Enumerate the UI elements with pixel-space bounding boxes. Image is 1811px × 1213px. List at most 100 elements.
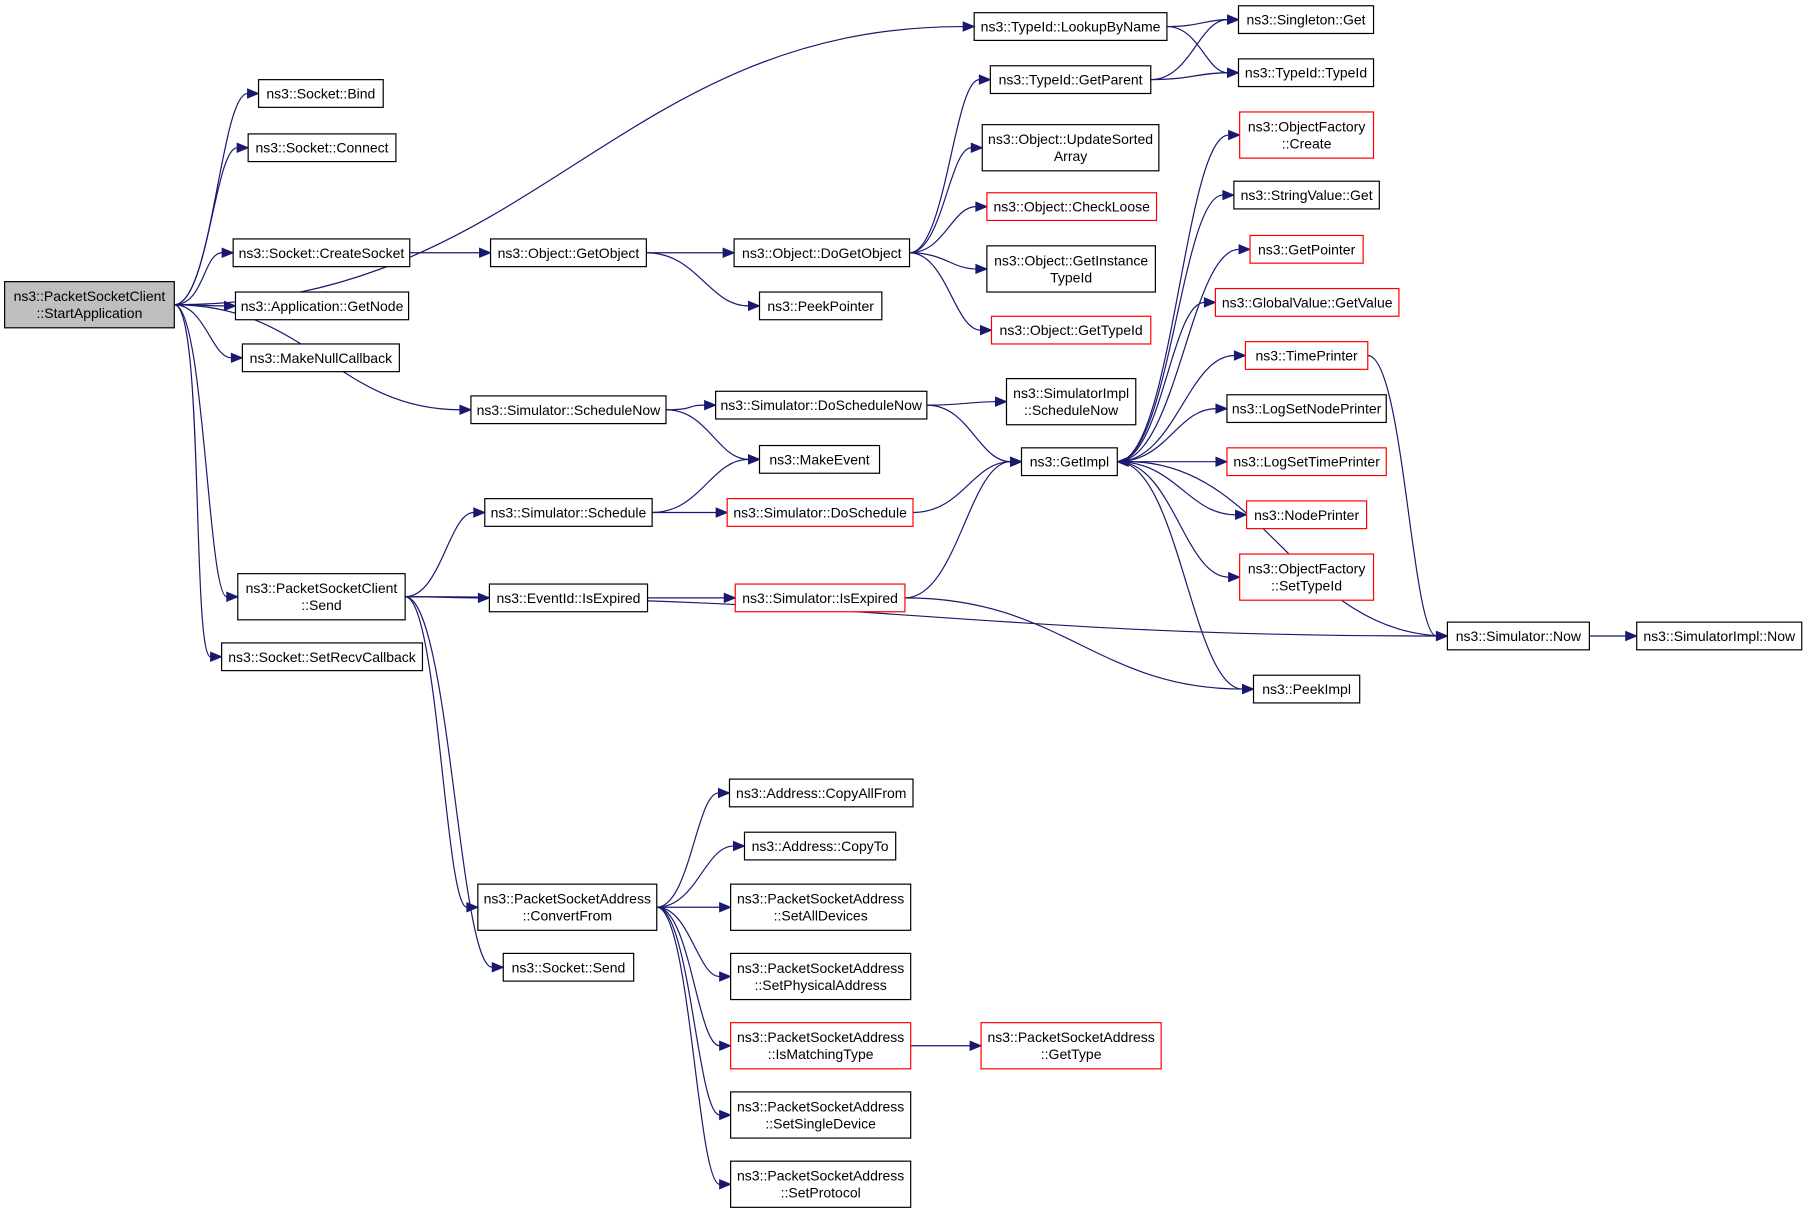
node-simimplnow[interactable]: ns3::SimulatorImpl::Now — [1636, 621, 1803, 651]
edge-line — [656, 906, 720, 1185]
edge-convfrom-to-setsingle — [656, 906, 732, 1121]
node-pscsend[interactable]: ns3::PacketSocketClient::Send — [237, 573, 406, 621]
node-label: ::IsMatchingType — [768, 1046, 874, 1062]
node-ofsettypeid[interactable]: ns3::ObjectFactory::SetTypeId — [1239, 553, 1375, 601]
edge-line — [174, 25, 964, 306]
node-copyto[interactable]: ns3::Address::CopyTo — [743, 831, 897, 861]
edge-root-to-screate — [174, 247, 235, 306]
node-gvget[interactable]: ns3::GlobalValue::GetValue — [1214, 287, 1400, 317]
node-lsnp[interactable]: ns3::LogSetNodePrinter — [1226, 394, 1387, 424]
node-objgettypeid[interactable]: ns3::Object::GetTypeId — [990, 315, 1152, 345]
node-timeprinter[interactable]: ns3::TimePrinter — [1244, 341, 1369, 370]
arrowhead-icon — [717, 787, 731, 799]
node-box — [1249, 234, 1364, 264]
node-sconnect[interactable]: ns3::Socket::Connect — [247, 133, 397, 163]
arrowhead-icon — [1242, 683, 1255, 695]
node-sbind[interactable]: ns3::Socket::Bind — [257, 79, 384, 108]
edge-line — [904, 461, 1011, 599]
node-label: ns3::Simulator::DoSchedule — [733, 504, 907, 520]
node-ofcreate[interactable]: ns3::ObjectFactory::Create — [1239, 111, 1375, 159]
node-box — [986, 192, 1158, 222]
node-getnode[interactable]: ns3::Application::GetNode — [234, 291, 410, 321]
arrowhead-icon — [230, 352, 244, 364]
node-label: ns3::Object::DoGetObject — [742, 245, 902, 261]
arrowhead-icon — [719, 1109, 732, 1121]
node-label: ns3::Object::CheckLoose — [993, 199, 1150, 215]
node-singleton[interactable]: ns3::Singleton::Get — [1237, 5, 1375, 35]
node-makeevent[interactable]: ns3::MakeEvent — [758, 444, 881, 474]
node-setsingle[interactable]: ns3::PacketSocketAddress::SetSingleDevic… — [730, 1091, 912, 1139]
node-typeid[interactable]: ns3::TypeId::TypeId — [1237, 58, 1375, 88]
node-getparent[interactable]: ns3::TypeId::GetParent — [989, 65, 1152, 95]
edge-line — [909, 252, 976, 270]
node-checkloose[interactable]: ns3::Object::CheckLoose — [986, 192, 1158, 222]
edge-schedule-to-dosched — [652, 507, 729, 518]
node-isexpired[interactable]: ns3::EventId::IsExpired — [488, 583, 649, 613]
edge-dosched-to-getimpl — [913, 456, 1023, 514]
node-dogetobject[interactable]: ns3::Object::DoGetObject — [733, 238, 911, 268]
node-box — [743, 831, 897, 861]
arrowhead-icon — [1215, 456, 1229, 467]
node-ismatch[interactable]: ns3::PacketSocketAddress::IsMatchingType — [730, 1022, 912, 1070]
node-simimplsched[interactable]: ns3::SimulatorImpl::ScheduleNow — [1005, 377, 1137, 426]
node-box — [4, 281, 175, 329]
edge-line — [1117, 461, 1229, 578]
node-label: ns3::Object::UpdateSorted — [988, 131, 1153, 147]
node-makenull[interactable]: ns3::MakeNullCallback — [241, 343, 400, 373]
node-simnow[interactable]: ns3::Simulator::Now — [1446, 621, 1590, 651]
arrowhead-icon — [1625, 630, 1639, 642]
node-nodeprinter[interactable]: ns3::NodePrinter — [1245, 500, 1368, 530]
node-setproto[interactable]: ns3::PacketSocketAddress::SetProtocol — [730, 1160, 912, 1208]
node-label: ns3::Simulator::IsExpired — [742, 590, 898, 606]
node-doschednow[interactable]: ns3::Simulator::DoScheduleNow — [715, 390, 928, 420]
edge-ismatch-to-psagettype — [910, 1040, 983, 1051]
node-lstp[interactable]: ns3::LogSetTimePrinter — [1226, 447, 1387, 477]
edge-line — [1117, 134, 1229, 463]
node-screate[interactable]: ns3::Socket::CreateSocket — [232, 238, 411, 268]
edge-line — [909, 79, 980, 254]
node-copyall[interactable]: ns3::Address::CopyAllFrom — [728, 778, 914, 808]
node-getimpl[interactable]: ns3::GetImpl — [1020, 447, 1118, 477]
arrowhead-icon — [1222, 189, 1236, 201]
node-label: ::GetType — [1041, 1046, 1102, 1062]
edge-getimpl-to-peekimpl — [1117, 461, 1255, 695]
node-setrecv[interactable]: ns3::Socket::SetRecvCallback — [221, 642, 424, 672]
node-box — [986, 245, 1156, 293]
edge-line — [174, 147, 238, 306]
edge-line — [1117, 248, 1240, 463]
node-getptr[interactable]: ns3::GetPointer — [1249, 234, 1364, 264]
node-box — [728, 778, 914, 808]
node-schednow[interactable]: ns3::Simulator::ScheduleNow — [470, 395, 667, 425]
edge-getparent-to-typeid — [1150, 67, 1240, 81]
node-convfrom[interactable]: ns3::PacketSocketAddress::ConvertFrom — [477, 883, 658, 931]
node-peekimpl[interactable]: ns3::PeekImpl — [1252, 674, 1361, 704]
arrowhead-icon — [459, 404, 473, 415]
node-strget[interactable]: ns3::StringValue::Get — [1233, 180, 1380, 210]
node-peekptr[interactable]: ns3::PeekPointer — [758, 291, 883, 321]
edge-line — [909, 206, 976, 254]
node-box — [1244, 341, 1369, 370]
node-box — [1226, 447, 1387, 477]
node-root[interactable]: ns3::PacketSocketClient::StartApplicatio… — [4, 281, 175, 329]
node-lookup[interactable]: ns3::TypeId::LookupByName — [973, 12, 1168, 41]
edge-convfrom-to-setproto — [656, 906, 732, 1190]
node-box — [1233, 180, 1380, 210]
node-dosched[interactable]: ns3::Simulator::DoSchedule — [726, 498, 914, 527]
arrowhead-icon — [477, 592, 491, 604]
node-simisexp[interactable]: ns3::Simulator::IsExpired — [734, 583, 906, 613]
node-socksend[interactable]: ns3::Socket::Send — [502, 952, 635, 982]
node-label: ns3::SimulatorImpl::Now — [1643, 628, 1796, 644]
node-schedule[interactable]: ns3::Simulator::Schedule — [484, 498, 653, 527]
node-setalldev[interactable]: ns3::PacketSocketAddress::SetAllDevices — [730, 883, 912, 931]
node-box — [973, 12, 1168, 41]
node-setphys[interactable]: ns3::PacketSocketAddress::SetPhysicalAdd… — [730, 952, 912, 1001]
node-getobject[interactable]: ns3::Object::GetObject — [489, 238, 647, 268]
edge-getobject-to-dogetobject — [646, 247, 736, 259]
edge-line — [1367, 354, 1437, 637]
arrowhead-icon — [221, 247, 235, 259]
arrowhead-icon — [1203, 297, 1217, 308]
node-psagettype[interactable]: ns3::PacketSocketAddress::GetType — [980, 1022, 1162, 1070]
edge-line — [174, 92, 248, 306]
